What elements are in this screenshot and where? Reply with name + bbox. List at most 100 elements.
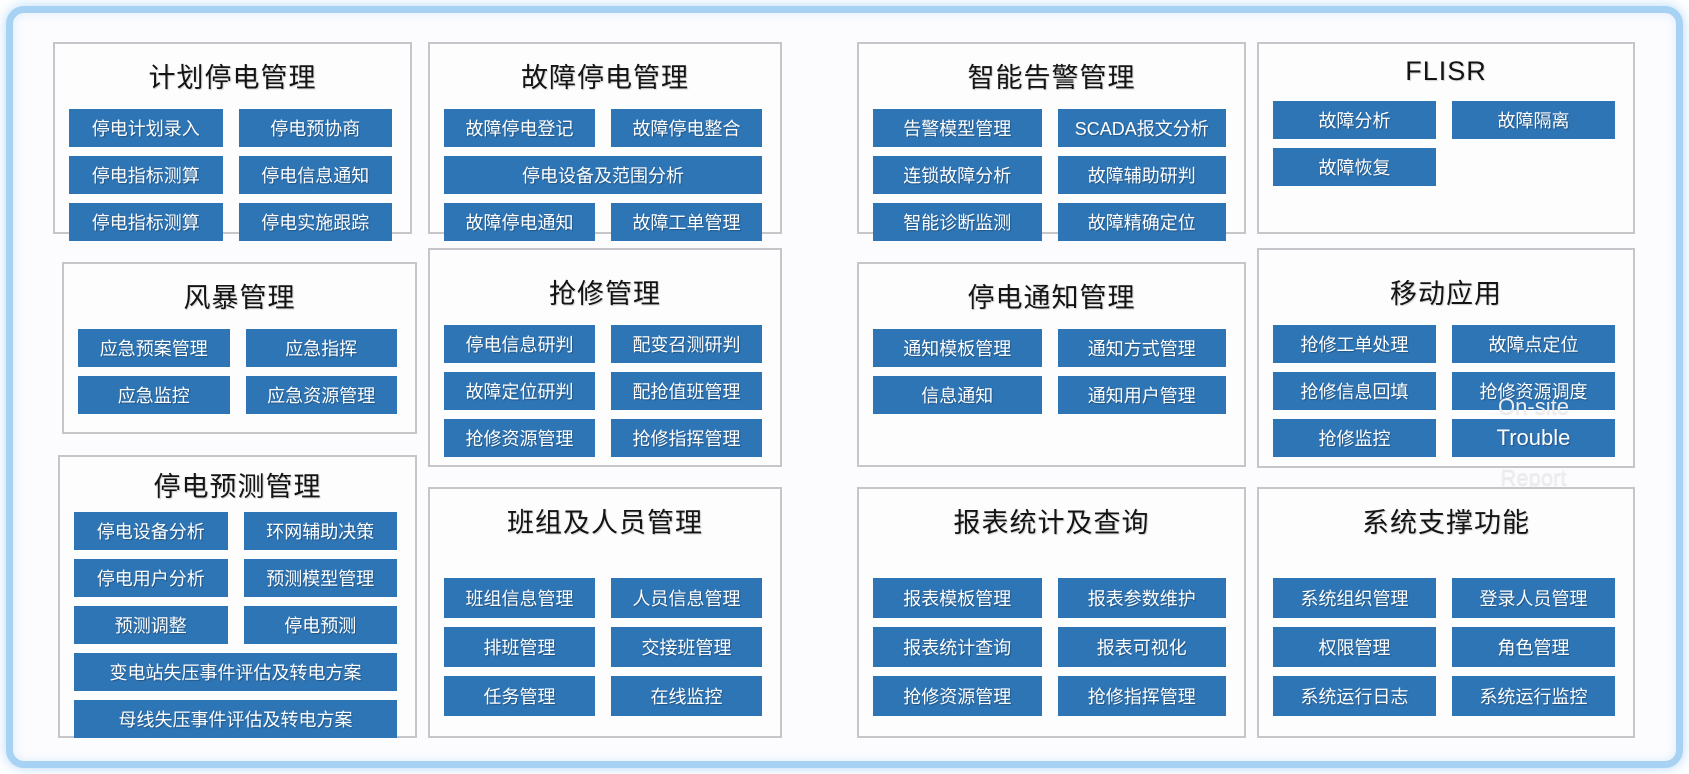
- module-button[interactable]: 信息通知: [873, 376, 1042, 414]
- panel-buttons: 告警模型管理 SCADA报文分析连锁故障分析 故障辅助研判智能诊断监测故障精确定位: [873, 109, 1226, 241]
- module-button[interactable]: 班组信息管理: [444, 578, 595, 618]
- module-button[interactable]: 抢修资源管理: [873, 676, 1042, 716]
- module-button[interactable]: 停电信息研判: [444, 325, 595, 363]
- module-button[interactable]: 报表模板管理: [873, 578, 1042, 618]
- module-button-label: 停电设备及范围分析: [522, 166, 684, 186]
- module-button[interactable]: 母线失压事件评估及转电方案: [74, 700, 397, 738]
- module-button[interactable]: 故障分析: [1273, 101, 1436, 139]
- module-button[interactable]: 告警模型管理: [873, 109, 1042, 147]
- panel-buttons: 停电设备分析 环网辅助决策停电用户分析 预测模型管理预测调整停电预测变电站失压事件评…: [74, 512, 397, 738]
- panel-title: FLISR: [1405, 56, 1487, 86]
- module-button[interactable]: 智能诊断监测: [873, 203, 1042, 241]
- module-button-label: 抢修指挥管理: [632, 429, 741, 449]
- module-button[interactable]: 故障点定位: [1452, 325, 1615, 363]
- panel-title: 智能告警管理: [967, 63, 1136, 93]
- module-button[interactable]: 人员信息管理: [611, 578, 762, 618]
- module-button[interactable]: 连锁故障分析: [873, 156, 1042, 194]
- module-button-label: 报表模板管理: [903, 589, 1012, 609]
- module-button[interactable]: 停电设备分析: [74, 512, 228, 550]
- module-button[interactable]: 故障停电整合: [611, 109, 762, 147]
- module-button-label: 报表参数维护: [1087, 589, 1196, 609]
- module-button[interactable]: 故障精确定位: [1057, 203, 1226, 241]
- module-button-label: 抢修资源调度: [1479, 382, 1588, 402]
- module-button[interactable]: 配变召测研判: [611, 325, 762, 363]
- module-button-label: 连锁故障分析: [903, 166, 1012, 186]
- panel-title: 停电预测管理: [153, 472, 322, 502]
- module-button[interactable]: 权限管理: [1273, 627, 1436, 667]
- module-button[interactable]: 故障工单管理: [611, 203, 762, 241]
- module-button[interactable]: 配抢值班管理: [611, 372, 762, 410]
- module-button[interactable]: 抢修指挥管理: [611, 419, 762, 457]
- module-button[interactable]: 故障隔离: [1452, 101, 1615, 139]
- module-button-label: 班组信息管理: [465, 589, 574, 609]
- module-button[interactable]: 报表可视化: [1057, 627, 1226, 667]
- module-button[interactable]: 通知模板管理: [873, 329, 1042, 367]
- module-button-label: SCADA报文分析: [1074, 119, 1209, 139]
- module-button[interactable]: 环网辅助决策: [243, 512, 397, 550]
- module-button[interactable]: 报表统计查询: [873, 627, 1042, 667]
- module-button[interactable]: SCADA报文分析: [1057, 109, 1226, 147]
- module-button-label: 故障停电通知: [465, 213, 574, 233]
- module-button[interactable]: 故障定位研判: [444, 372, 595, 410]
- module-button-label: 人员信息管理: [632, 589, 741, 609]
- module-button[interactable]: 停电实施跟踪: [238, 203, 392, 241]
- module-button[interactable]: 停电设备及范围分析: [444, 156, 762, 194]
- module-button[interactable]: 停电计划录入: [69, 109, 223, 147]
- module-button[interactable]: 停电预测: [243, 606, 397, 644]
- module-button[interactable]: 故障停电登记: [444, 109, 595, 147]
- module-button[interactable]: 故障辅助研判: [1057, 156, 1226, 194]
- panel-buttons: 应急预案管理应急指挥应急监控 应急资源管理: [78, 329, 397, 414]
- module-button[interactable]: 预测模型管理: [243, 559, 397, 597]
- module-button[interactable]: 通知用户管理: [1057, 376, 1226, 414]
- module-button-label: Trouble: [1496, 425, 1571, 450]
- module-button[interactable]: 抢修资源管理: [444, 419, 595, 457]
- module-button[interactable]: 抢修指挥管理: [1057, 676, 1226, 716]
- module-button-label: 配抢值班管理: [632, 382, 741, 402]
- module-button-label: 故障分析: [1318, 111, 1391, 131]
- module-button-label: 停电用户分析: [96, 569, 205, 589]
- panel-title: 班组及人员管理: [507, 508, 703, 538]
- module-button[interactable]: 停电用户分析: [74, 559, 228, 597]
- module-button[interactable]: 应急监控: [78, 376, 230, 414]
- module-button[interactable]: 角色管理: [1452, 627, 1615, 667]
- module-button-label: 停电指标测算: [91, 213, 200, 233]
- module-button[interactable]: 停电指标测算: [69, 156, 223, 194]
- module-button[interactable]: 交接班管理: [611, 627, 762, 667]
- module-button[interactable]: 系统运行监控: [1452, 676, 1615, 716]
- module-button[interactable]: 变电站失压事件评估及转电方案: [74, 653, 397, 691]
- module-button-label: 交接班管理: [641, 638, 732, 658]
- module-button[interactable]: 抢修工单处理: [1273, 325, 1436, 363]
- module-button[interactable]: 应急预案管理: [78, 329, 230, 367]
- module-button[interactable]: 在线监控: [611, 676, 762, 716]
- module-button[interactable]: 故障恢复: [1273, 148, 1436, 186]
- panel-report-stats: 报表统计及查询 报表模板管理 报表参数维护报表统计查询报表可视化抢修资源管理抢修指…: [857, 487, 1246, 738]
- module-button[interactable]: 应急资源管理: [245, 376, 397, 414]
- module-button-label: 应急资源管理: [267, 386, 376, 406]
- module-button[interactable]: 停电信息通知: [238, 156, 392, 194]
- panel-storm: 风暴管理 应急预案管理应急指挥应急监控应急资源管理: [62, 262, 417, 434]
- module-button[interactable]: 系统运行日志: [1273, 676, 1436, 716]
- module-button[interactable]: 应急指挥: [245, 329, 397, 367]
- module-button[interactable]: 预测调整: [74, 606, 228, 644]
- module-button[interactable]: 系统组织管理: [1273, 578, 1436, 618]
- module-button-label: 故障恢复: [1318, 158, 1391, 178]
- module-button-label: 抢修工单处理: [1300, 335, 1409, 355]
- module-button[interactable]: 停电指标测算: [69, 203, 223, 241]
- module-button-label: 停电计划录入: [91, 119, 200, 139]
- panel-title: 系统支撑功能: [1362, 508, 1530, 538]
- panel-title: 报表统计及查询: [953, 508, 1150, 538]
- module-button[interactable]: 停电预协商: [238, 109, 392, 147]
- module-button[interactable]: 抢修信息回填: [1273, 372, 1436, 410]
- module-button-label: 环网辅助决策: [266, 522, 375, 542]
- module-button[interactable]: 通知方式管理: [1057, 329, 1226, 367]
- module-button[interactable]: 抢修监控: [1273, 419, 1436, 457]
- panel-buttons: 通知模板管理通知方式管理信息通知通知用户管理: [873, 329, 1226, 414]
- panel-outage-forecast: 停电预测管理 停电设备分析 环网辅助决策停电用户分析 预测模型管理预测调整停电预测变…: [58, 455, 417, 738]
- module-button[interactable]: 排班管理: [444, 627, 595, 667]
- module-button[interactable]: 登录人员管理: [1452, 578, 1615, 618]
- module-button[interactable]: 报表参数维护: [1057, 578, 1226, 618]
- module-button[interactable]: 故障停电通知: [444, 203, 595, 241]
- module-button[interactable]: 任务管理: [444, 676, 595, 716]
